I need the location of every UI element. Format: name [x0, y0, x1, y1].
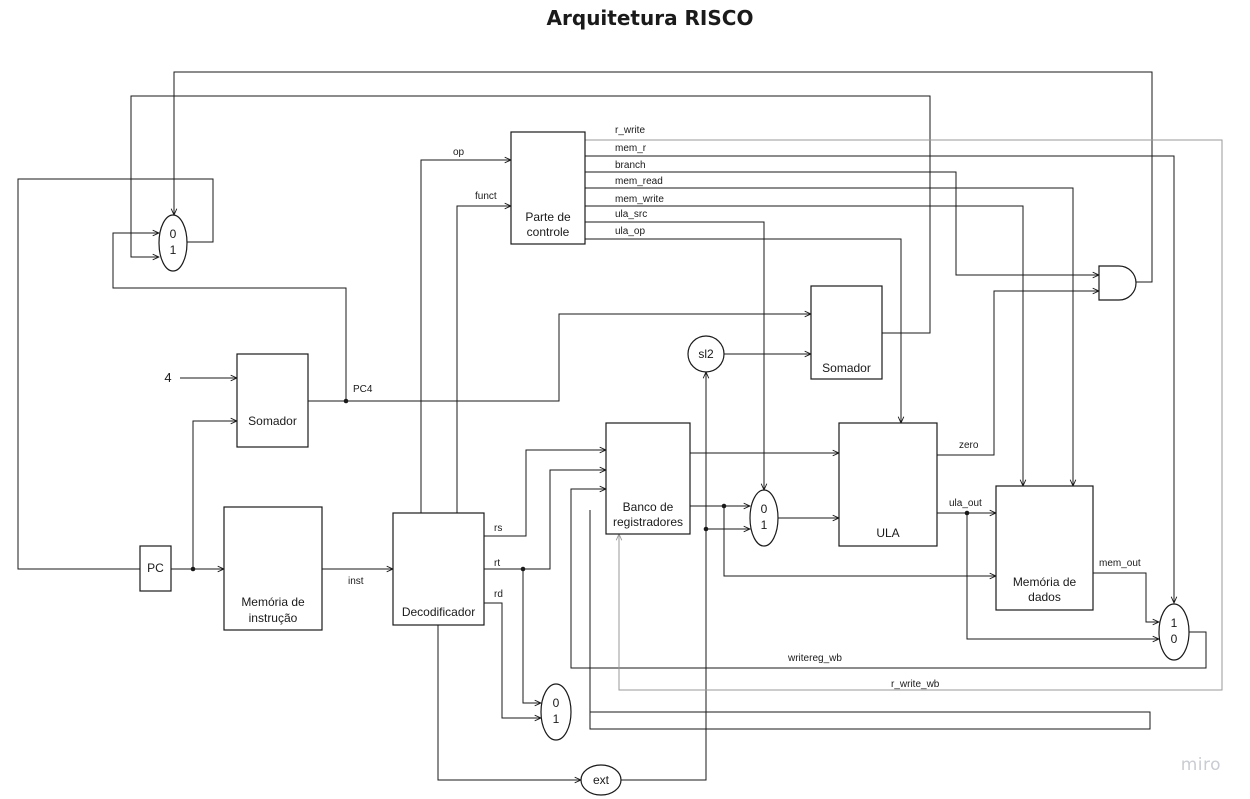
pc-adder: Somador: [236, 353, 309, 448]
mem-write-label: mem_write: [615, 194, 664, 205]
wire-branch-adder-to-pcmux: [130, 95, 931, 334]
wire-mem-read: [585, 187, 1073, 486]
wires: [17, 71, 1223, 781]
pc-mux-in-1: 1: [170, 243, 177, 257]
control-unit: Parte de controle: [510, 131, 586, 245]
signal-labels: op funct r_write mem_r branch mem_read m…: [348, 125, 1141, 690]
wire-op: [420, 160, 511, 513]
wire-writereg-wb: [570, 489, 1207, 669]
wire-pc4-to-pcmux: [112, 233, 347, 402]
zero-label: zero: [959, 440, 979, 451]
pc-register: PC: [139, 545, 172, 592]
wire-branch: [585, 171, 1099, 275]
and-gate: [1098, 265, 1137, 301]
wb-mux-in-1: 1: [1171, 616, 1178, 630]
wb-mux-in-0: 0: [1171, 632, 1178, 646]
wire-r-write: [585, 139, 1223, 691]
instr-mem-label-2: instrução: [249, 611, 298, 625]
wire-ula-op: [585, 238, 901, 423]
alu-label: ULA: [876, 526, 899, 540]
pc-adder-label: Somador: [248, 414, 297, 428]
wire-rs: [484, 450, 606, 537]
wb-mux: 1 0: [1158, 603, 1190, 661]
control-label-1: Parte de: [525, 210, 571, 224]
sl2-label: sl2: [698, 347, 714, 361]
rt-label: rt: [494, 558, 500, 569]
data-mem-label-2: dados: [1028, 590, 1061, 604]
register-file: Banco de registradores: [605, 422, 691, 535]
pc4-label: PC4: [353, 384, 373, 395]
wire-rd-to-regdst: [484, 602, 541, 718]
diagram-title: Arquitetura RISCO: [546, 6, 754, 30]
reg-dst-mux-in-1: 1: [553, 712, 560, 726]
r-write-wb-label: r_write_wb: [891, 679, 940, 690]
branch-label: branch: [615, 160, 646, 171]
pc-label: PC: [147, 561, 164, 575]
junctions: [190, 398, 970, 572]
decoder-label: Decodificador: [402, 605, 475, 619]
shift-left-2: sl2: [687, 335, 725, 373]
instruction-memory: Memória de instrução: [223, 506, 323, 631]
wire-ext-to-sl2: [621, 372, 706, 781]
mem-out-label: mem_out: [1099, 558, 1141, 569]
alu-src-mux-in-1: 1: [761, 518, 768, 532]
inst-label: inst: [348, 576, 364, 587]
ula-op-label: ula_op: [615, 226, 645, 237]
r-write-label: r_write: [615, 125, 645, 136]
mem-r-label: mem_r: [615, 143, 647, 154]
wire-rt-to-regdst: [522, 569, 541, 703]
wire-rt: [484, 470, 606, 570]
wire-mem-write: [585, 205, 1023, 486]
wire-regdst-out: [589, 510, 1151, 730]
ula-src-label: ula_src: [615, 209, 647, 220]
wire-mem-r: [585, 155, 1174, 603]
pc-mux-in-0: 0: [170, 227, 177, 241]
pc-mux: 0 1: [158, 214, 188, 272]
ext-label: ext: [593, 773, 610, 787]
sign-extend: ext: [580, 764, 622, 796]
const-4-label: 4: [164, 370, 171, 385]
alu-src-mux: 0 1: [749, 489, 779, 547]
wire-pc-to-adder: [192, 421, 237, 569]
alu: ULA: [838, 422, 938, 547]
wire-ulaout-to-wbmux: [966, 513, 1159, 639]
data-memory: Memória de dados: [995, 485, 1094, 611]
data-mem-label-1: Memória de: [1013, 575, 1077, 589]
wire-zero-to-and: [937, 291, 1099, 456]
control-label-2: controle: [527, 225, 570, 239]
writereg-wb-label: writereg_wb: [787, 653, 842, 664]
miro-watermark: miro: [1180, 755, 1221, 775]
wire-memout-to-wbmux: [1093, 572, 1159, 622]
rd-label: rd: [494, 589, 503, 600]
funct-label: funct: [475, 191, 497, 202]
decoder: Decodificador: [392, 512, 485, 626]
wire-read2-to-dmem: [723, 506, 996, 576]
wire-funct: [456, 206, 511, 513]
reg-dst-mux-in-0: 0: [553, 696, 560, 710]
instr-mem-label-1: Memória de: [241, 595, 305, 609]
branch-adder: Somador: [810, 285, 883, 380]
regfile-label-2: registradores: [613, 515, 683, 529]
regfile-label-1: Banco de: [623, 500, 674, 514]
wire-pc4-to-branch-adder: [346, 314, 811, 402]
alu-src-mux-in-0: 0: [761, 502, 768, 516]
reg-dst-mux: 0 1: [540, 683, 572, 741]
wire-pcmux-to-pc: [17, 178, 214, 570]
rs-label: rs: [494, 523, 502, 534]
op-label: op: [453, 147, 465, 158]
wire-ula-src: [585, 221, 764, 490]
ula-out-label: ula_out: [949, 498, 982, 509]
wire-and-to-pcmux-sel: [174, 71, 1153, 283]
wire-decoder-to-ext: [437, 625, 581, 780]
mem-read-label: mem_read: [615, 176, 663, 187]
branch-adder-label: Somador: [822, 361, 871, 375]
